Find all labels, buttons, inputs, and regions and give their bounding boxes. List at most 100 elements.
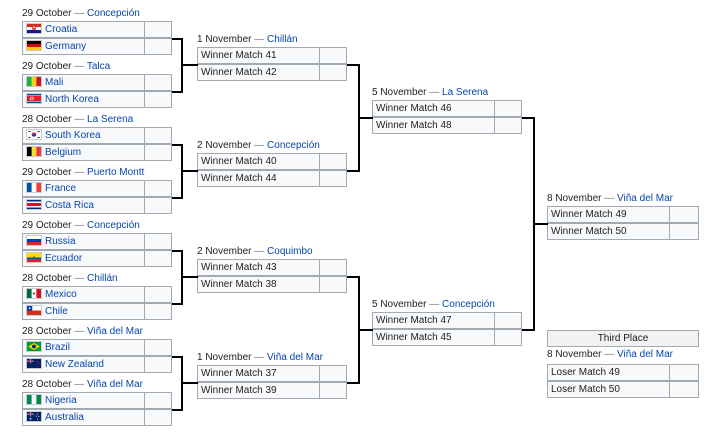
score-cell [670, 382, 698, 397]
team-name-cell: Russia [23, 234, 145, 249]
team-link-germany[interactable]: Germany [45, 41, 87, 52]
team-row-south-korea: South Korea [22, 127, 172, 144]
team-link-mexico[interactable]: Mexico [45, 289, 77, 300]
team-name-cell: Australia [23, 410, 145, 425]
venue-link[interactable]: Chillán [87, 273, 118, 284]
score-cell [670, 365, 698, 380]
slot-label: Loser Match 49 [551, 367, 620, 378]
connector-line [181, 382, 198, 384]
score-cell [670, 207, 698, 222]
nigeria-flag-icon [26, 394, 42, 405]
date-separator: — [71, 8, 88, 19]
venue-link[interactable]: Viña del Mar [87, 379, 144, 390]
team-name-cell: Brazil [23, 340, 145, 355]
team-row-australia: Australia [22, 409, 172, 426]
team-link-russia[interactable]: Russia [45, 236, 76, 247]
venue-link[interactable]: Concepción [267, 140, 320, 151]
match-header: 28 October — Viña del Mar [22, 325, 143, 339]
team-name-cell: Loser Match 49 [548, 365, 670, 380]
match-header: 28 October — La Serena [22, 113, 133, 127]
team-name-cell: Winner Match 41 [198, 48, 320, 63]
connector-line [522, 329, 534, 331]
match-date: 28 October [22, 379, 72, 390]
team-link-australia[interactable]: Australia [45, 412, 84, 423]
venue-link[interactable]: Concepción [87, 220, 140, 231]
venue-link[interactable]: Viña del Mar [617, 349, 673, 360]
match-date: 29 October [22, 8, 72, 19]
team-link-nigeria[interactable]: Nigeria [45, 395, 77, 406]
russia-flag-icon [26, 235, 42, 246]
slot-label: Winner Match 43 [201, 262, 277, 273]
team-name-cell: Winner Match 37 [198, 366, 320, 381]
team-name-cell: Winner Match 50 [548, 224, 670, 239]
score-cell [145, 357, 171, 372]
connector-line [172, 144, 182, 146]
slot-row: Winner Match 37 [197, 365, 347, 382]
match-header: 1 November — Viña del Mar [197, 351, 323, 365]
venue-link[interactable]: Viña del Mar [87, 326, 144, 337]
match-date: 28 October [22, 273, 72, 284]
score-cell [320, 65, 346, 80]
team-name-cell: Mali [23, 75, 145, 90]
slot-label: Winner Match 38 [201, 279, 277, 290]
venue-link[interactable]: Puerto Montt [87, 167, 145, 178]
team-name-cell: Mexico [23, 287, 145, 302]
venue-link[interactable]: Chillán [267, 34, 298, 45]
match-header: 29 October — Concepción [22, 219, 140, 233]
team-name-cell: Ecuador [23, 251, 145, 266]
slot-label: Winner Match 45 [376, 332, 452, 343]
team-link-france[interactable]: France [45, 183, 77, 194]
team-link-north-korea[interactable]: North Korea [45, 94, 99, 105]
match-header: 29 October — Puerto Montt [22, 166, 144, 180]
slot-row: Winner Match 49 [547, 206, 699, 223]
venue-link[interactable]: Coquimbo [267, 246, 313, 257]
team-link-mali[interactable]: Mali [45, 77, 64, 88]
date-separator: — [71, 114, 88, 125]
team-link-belgium[interactable]: Belgium [45, 147, 82, 158]
team-link-south-korea[interactable]: South Korea [45, 130, 101, 141]
match-date: 29 October [22, 167, 72, 178]
match-date: 2 November [197, 140, 252, 151]
team-row-brazil: Brazil [22, 339, 172, 356]
date-separator: — [71, 379, 88, 390]
slot-label: Winner Match 46 [376, 103, 452, 114]
venue-link[interactable]: La Serena [87, 114, 134, 125]
slot-row: Winner Match 38 [197, 276, 347, 293]
slot-row: Winner Match 46 [372, 100, 522, 117]
team-link-chile[interactable]: Chile [45, 306, 68, 317]
slot-label: Winner Match 41 [201, 50, 277, 61]
team-name-cell: Costa Rica [23, 198, 145, 213]
score-cell [320, 260, 346, 275]
match-header: 8 November — Viña del Mar [547, 192, 673, 206]
venue-link[interactable]: Talca [86, 61, 111, 72]
team-link-croatia[interactable]: Croatia [45, 24, 78, 35]
team-name-cell: Loser Match 50 [548, 382, 670, 397]
match-header: 1 November — Chillán [197, 33, 298, 47]
venue-link[interactable]: Concepción [87, 8, 140, 19]
connector-line [358, 329, 373, 331]
venue-link[interactable]: Viña del Mar [267, 352, 323, 363]
team-link-brazil[interactable]: Brazil [45, 342, 71, 353]
team-link-new-zealand[interactable]: New Zealand [45, 359, 104, 370]
team-row-germany: Germany [22, 38, 172, 55]
score-cell [145, 128, 171, 143]
match-date: 29 October [22, 220, 72, 231]
connector-line [358, 117, 373, 119]
team-row-new-zealand: New Zealand [22, 356, 172, 373]
score-cell [495, 101, 521, 116]
slot-label: Winner Match 37 [201, 368, 277, 379]
connector-line [347, 276, 359, 278]
venue-link[interactable]: Concepción [442, 299, 495, 310]
venue-link[interactable]: Viña del Mar [617, 193, 673, 204]
venue-link[interactable]: La Serena [442, 87, 489, 98]
connector-line [172, 91, 182, 93]
team-name-cell: Chile [23, 304, 145, 319]
date-separator: — [251, 140, 268, 151]
chile-flag-icon [26, 305, 42, 316]
team-link-ecuador[interactable]: Ecuador [45, 253, 83, 264]
team-row-france: France [22, 180, 172, 197]
match-header: 28 October — Viña del Mar [22, 378, 143, 392]
score-cell [145, 75, 171, 90]
team-link-costa-rica[interactable]: Costa Rica [45, 200, 94, 211]
date-separator: — [71, 220, 88, 231]
